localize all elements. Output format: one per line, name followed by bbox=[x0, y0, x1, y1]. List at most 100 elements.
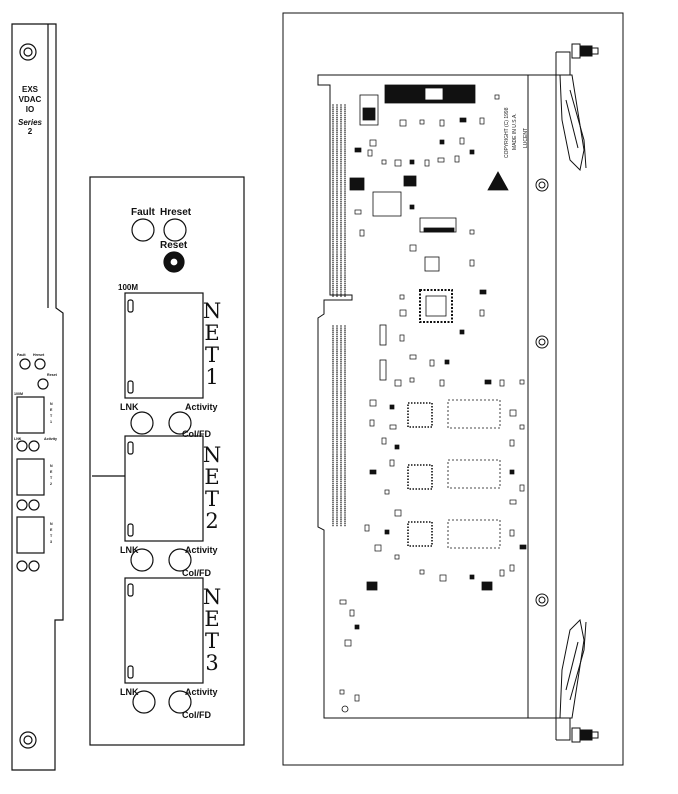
pcb-board-outline bbox=[317, 74, 557, 719]
net-3-colfd-label: Col/FD bbox=[182, 710, 211, 720]
connector-pin bbox=[332, 434, 334, 437]
connector-pin bbox=[340, 455, 342, 458]
connector-pin bbox=[344, 356, 346, 359]
connector-pin bbox=[340, 181, 342, 184]
connector-pin bbox=[336, 156, 338, 159]
connector-pin bbox=[332, 200, 334, 203]
connector-pin bbox=[336, 348, 338, 350]
connector-pin bbox=[344, 135, 346, 138]
connector-pin bbox=[336, 272, 338, 274]
connector-pin bbox=[344, 474, 346, 476]
passive-component bbox=[399, 334, 405, 342]
connector-pin bbox=[340, 171, 342, 174]
connector-pin bbox=[340, 234, 342, 237]
connector-pin bbox=[340, 470, 342, 472]
connector-pin bbox=[332, 108, 334, 111]
mini-net-1-e: E bbox=[50, 408, 53, 412]
connector-pin bbox=[336, 354, 338, 357]
pcb-panel-screw-low-icon bbox=[535, 593, 549, 607]
connector-pin bbox=[336, 415, 338, 418]
connector-pin bbox=[332, 244, 334, 247]
connector-pin bbox=[340, 407, 342, 409]
connector-pin bbox=[332, 127, 334, 129]
connector-pin bbox=[332, 327, 334, 329]
connector-pin bbox=[336, 413, 338, 416]
component-small-chip bbox=[424, 256, 440, 272]
connector-pin bbox=[340, 211, 342, 214]
connector-pin bbox=[340, 465, 342, 468]
connector-pin bbox=[344, 484, 346, 487]
connector-pin bbox=[340, 118, 342, 121]
connector-pin bbox=[332, 478, 334, 481]
connector-pin bbox=[340, 116, 342, 119]
connector-pin bbox=[344, 411, 346, 413]
connector-pin bbox=[344, 354, 346, 357]
connector-pin bbox=[336, 491, 338, 493]
connector-pin bbox=[332, 486, 334, 489]
mini-led-3a-icon bbox=[16, 560, 28, 572]
connector-pin bbox=[344, 120, 346, 123]
connector-pin bbox=[336, 470, 338, 472]
net-1-letter-t: T bbox=[205, 343, 219, 367]
connector-pin bbox=[340, 325, 342, 327]
connector-pin bbox=[332, 181, 334, 184]
connector-pin bbox=[332, 213, 334, 216]
connector-pin bbox=[336, 371, 338, 374]
connector-pin bbox=[340, 190, 342, 193]
connector-pin bbox=[344, 480, 346, 483]
connector-pin bbox=[340, 493, 342, 495]
connector-pin bbox=[344, 225, 346, 228]
connector-pin bbox=[344, 219, 346, 222]
connector-pin bbox=[340, 194, 342, 197]
connector-pin bbox=[340, 183, 342, 186]
connector-pin bbox=[344, 486, 346, 489]
passive-component bbox=[384, 529, 390, 535]
connector-pin bbox=[336, 331, 338, 334]
connector-pin bbox=[344, 507, 346, 510]
connector-pin bbox=[332, 137, 334, 140]
connector-pin bbox=[344, 495, 346, 497]
connector-pin bbox=[344, 280, 346, 283]
connector-pin bbox=[336, 430, 338, 432]
connector-pin bbox=[340, 173, 342, 176]
passive-component bbox=[469, 229, 475, 235]
passive-component bbox=[409, 354, 417, 360]
connector-pin bbox=[336, 188, 338, 190]
connector-pin bbox=[336, 286, 338, 289]
connector-pin bbox=[332, 225, 334, 228]
passive-component bbox=[354, 624, 360, 630]
component-black-bar-window bbox=[424, 87, 444, 101]
connector-pin bbox=[336, 110, 338, 113]
connector-pin bbox=[332, 373, 334, 376]
connector-pin bbox=[340, 459, 342, 462]
connector-pin bbox=[340, 434, 342, 437]
passive-component bbox=[369, 419, 375, 427]
connector-pin bbox=[336, 190, 338, 193]
connector-pin bbox=[340, 362, 342, 365]
connector-pin bbox=[336, 337, 338, 340]
connector-pin bbox=[336, 125, 338, 127]
connector-pin bbox=[332, 238, 334, 241]
connector-pin bbox=[340, 217, 342, 220]
connector-pin bbox=[336, 221, 338, 224]
pcb-front-panel bbox=[527, 74, 557, 719]
connector-pin bbox=[344, 221, 346, 224]
connector-pin bbox=[340, 165, 342, 167]
passive-component bbox=[509, 439, 515, 447]
connector-pin bbox=[332, 497, 334, 500]
panel-label-exs: EXS bbox=[22, 85, 39, 94]
connector-pin bbox=[344, 175, 346, 178]
connector-pin bbox=[344, 154, 346, 157]
connector-pin bbox=[340, 196, 342, 199]
connector-pin bbox=[340, 518, 342, 521]
connector-pin bbox=[340, 238, 342, 241]
passive-component bbox=[344, 639, 352, 647]
component-main-qfp-core bbox=[425, 295, 447, 317]
connector-pin bbox=[344, 276, 346, 279]
connector-pin bbox=[340, 331, 342, 334]
passive-component bbox=[354, 209, 362, 215]
connector-pin bbox=[344, 215, 346, 218]
connector-pin bbox=[332, 242, 334, 245]
connector-pin bbox=[336, 217, 338, 220]
connector-pin bbox=[340, 339, 342, 342]
